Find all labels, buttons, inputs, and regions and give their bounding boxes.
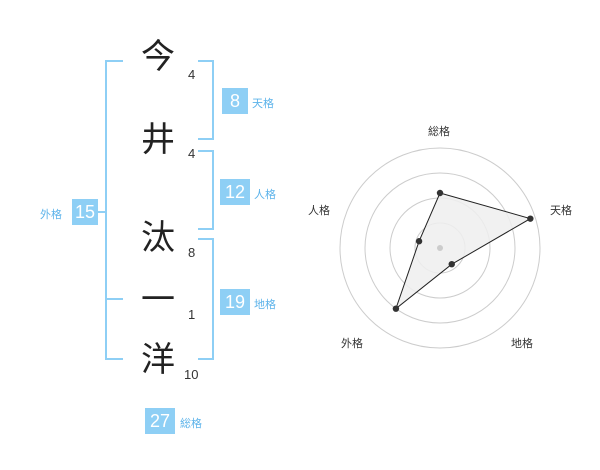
gaikaku-connector <box>95 211 105 213</box>
tenkaku-bracket-top <box>198 60 214 62</box>
gaikaku-value-badge: 15 <box>72 199 98 225</box>
jinkaku-value-badge: 12 <box>220 179 250 205</box>
name-char-1: 今 <box>141 37 175 77</box>
radar-point-3 <box>448 260 455 268</box>
chikaku-bracket-bottom <box>198 358 214 360</box>
radar-axis-label-soukaku: 総格 <box>428 125 450 138</box>
radar-axis-label-jinkaku: 人格 <box>308 204 330 217</box>
radar-points <box>392 189 534 312</box>
stroke-count-3: 8 <box>188 245 196 260</box>
radar-center-dot <box>437 245 443 251</box>
radar-grid <box>339 147 541 349</box>
radar-area <box>394 192 532 311</box>
gaikaku-bracket-vertical <box>105 60 107 360</box>
stroke-count-1: 4 <box>188 67 196 82</box>
jinkaku-bracket-bottom <box>198 228 214 230</box>
jinkaku-bracket-top <box>198 150 214 152</box>
gaikaku-label: 外格 <box>40 208 62 221</box>
chikaku-label: 地格 <box>254 298 276 311</box>
gaikaku-bracket-split <box>105 298 123 300</box>
gaikaku-bracket-bottom <box>105 358 123 360</box>
name-char-2: 井 <box>141 120 175 160</box>
stroke-count-4: 1 <box>188 307 196 322</box>
tenkaku-bracket-bottom <box>198 138 214 140</box>
stroke-count-2: 4 <box>188 146 196 161</box>
jinkaku-bracket-vertical <box>212 150 214 230</box>
radar-axis-label-chikaku: 地格 <box>511 337 533 350</box>
soukaku-value-badge: 27 <box>145 408 175 434</box>
chikaku-bracket-vertical <box>212 238 214 360</box>
radar-point-2 <box>527 215 534 222</box>
gaikaku-bracket-top <box>105 60 123 62</box>
radar-ring <box>364 172 516 324</box>
radar-point-1 <box>436 189 444 197</box>
name-char-5: 洋 <box>141 340 175 380</box>
chikaku-bracket-top <box>198 238 214 240</box>
name-char-3: 汰 <box>141 218 175 258</box>
jinkaku-label: 人格 <box>254 188 276 201</box>
radar-point-5 <box>415 238 423 245</box>
tenkaku-value-badge: 8 <box>222 88 248 114</box>
radar-axis-label-tenkaku: 天格 <box>550 204 572 217</box>
soukaku-label: 総格 <box>180 417 202 430</box>
radar-point-4 <box>392 305 400 312</box>
stroke-count-5: 10 <box>184 367 199 382</box>
tenkaku-label: 天格 <box>252 97 274 110</box>
tenkaku-bracket-vertical <box>212 60 214 140</box>
radar-axis-label-gaikaku: 外格 <box>341 337 363 350</box>
name-char-4: 一 <box>141 280 175 320</box>
radar-ring <box>339 147 541 349</box>
chikaku-value-badge: 19 <box>220 289 250 315</box>
